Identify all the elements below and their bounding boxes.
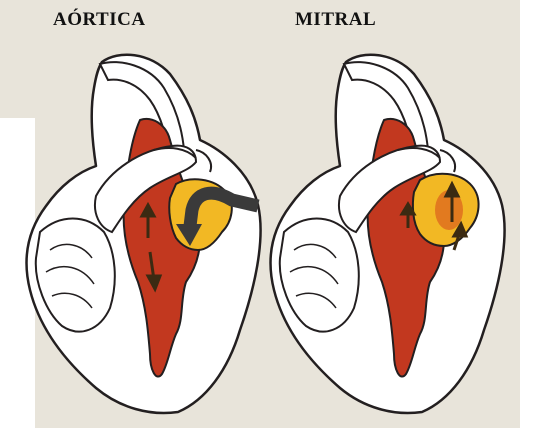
- mitral-heart: [271, 55, 505, 413]
- aortic-heart: [27, 55, 261, 413]
